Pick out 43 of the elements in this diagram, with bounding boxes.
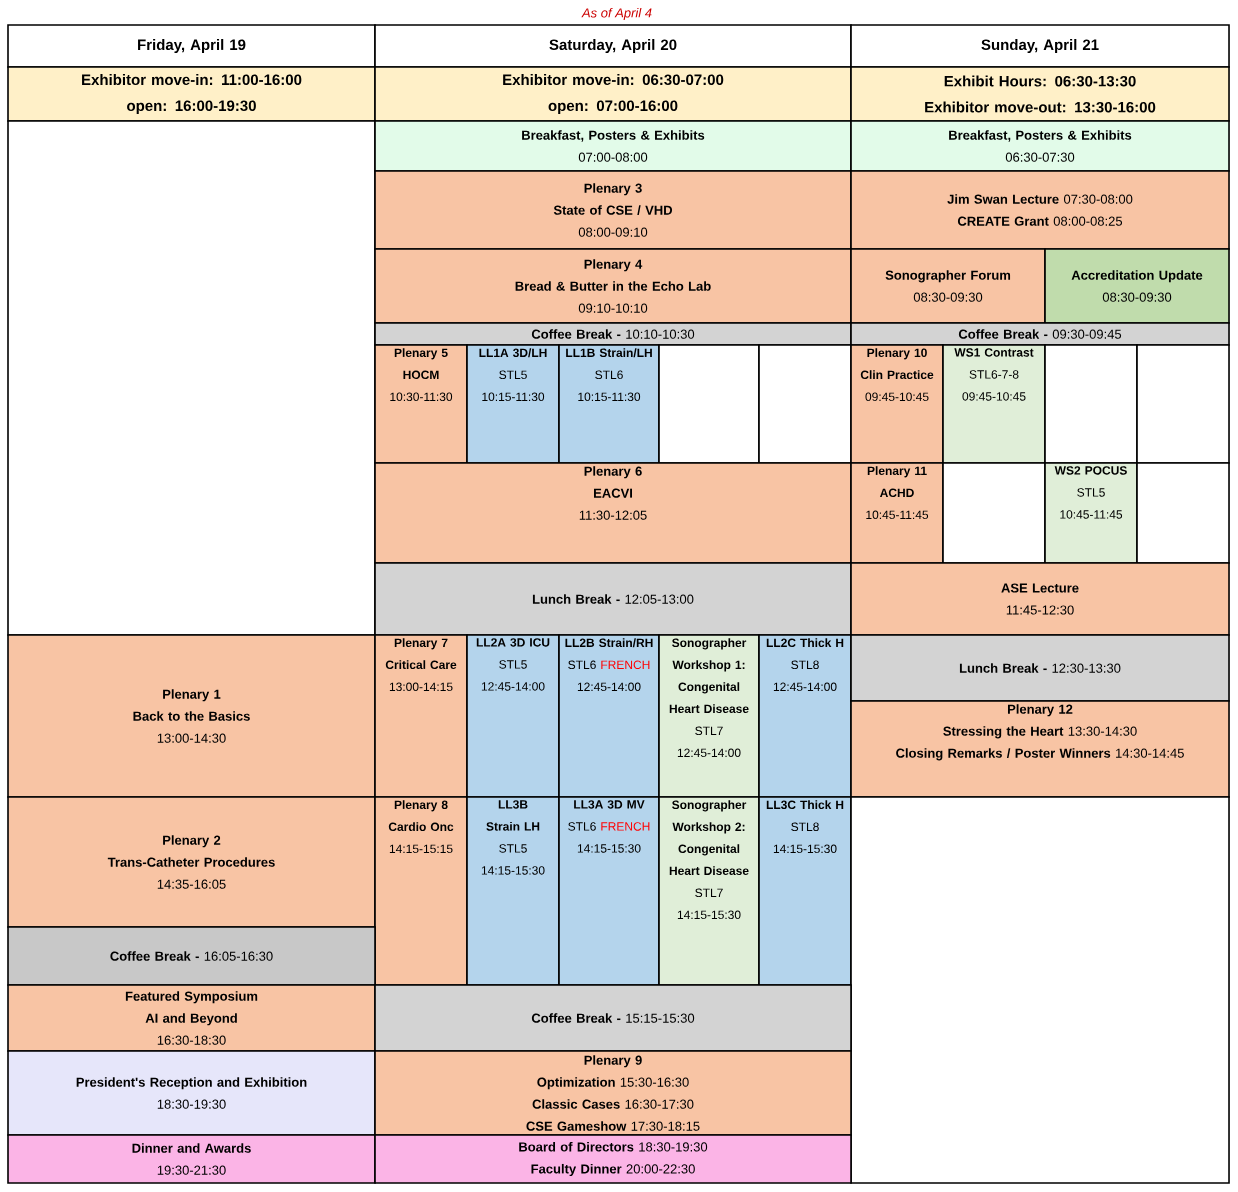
session-cell: Coffee Break - 16:05-16:30: [7, 926, 376, 986]
session-cell: Plenary 8 Cardio Onc 14:15-15:15: [374, 796, 468, 986]
session-cell: Plenary 3 State of CSE / VHD 08:00-09:10: [374, 170, 852, 250]
session-cell: Plenary 10 Clin Practice 09:45-10:45: [850, 344, 944, 464]
session-cell: Saturday, April 20: [374, 24, 852, 68]
session-cell: LL2A 3D ICU STL5 12:45-14:00: [466, 634, 560, 798]
session-cell: LL1A 3D/LH STL5 10:15-11:30: [466, 344, 560, 464]
session-cell: Breakfast, Posters & Exhibits 07:00-08:00: [374, 120, 852, 172]
session-cell: LL3C Thick H STL8 14:15-15:30: [758, 796, 852, 986]
session-cell: Sonographer Workshop 2: Congenital Heart Disease STL7 14:15-15:30: [658, 796, 760, 986]
session-cell: LL1B Strain/LH STL6 10:15-11:30: [558, 344, 660, 464]
session-cell: Plenary 12 Stressing the Heart 13:30-14:30 Closing Remarks / Poster Winners 14:30-14:45: [850, 700, 1230, 798]
session-cell: Coffee Break - 15:15-15:30: [374, 984, 852, 1052]
session-cell: LL3B Strain LH STL5 14:15-15:30: [466, 796, 560, 986]
session-cell: Friday, April 19: [7, 24, 376, 68]
session-cell: Board of Directors 18:30-19:30 Faculty Dinner 20:00-22:30: [374, 1134, 852, 1184]
session-cell: Featured Symposium AI and Beyond 16:30-18:30: [7, 984, 376, 1052]
session-cell: Dinner and Awards 19:30-21:30: [7, 1134, 376, 1184]
session-cell: Sonographer Forum 08:30-09:30: [850, 248, 1046, 324]
session-cell: Exhibitor move-in: 06:30-07:00 open: 07:00-16:00: [374, 66, 852, 122]
session-cell: Accreditation Update 08:30-09:30: [1044, 248, 1230, 324]
session-cell: Plenary 11 ACHD 10:45-11:45: [850, 462, 944, 564]
title: As of April 4: [581, 7, 652, 21]
session-cell: Breakfast, Posters & Exhibits 06:30-07:30: [850, 120, 1230, 172]
session-cell: Lunch Break - 12:05-13:00: [374, 562, 852, 636]
empty-cell: [758, 344, 852, 464]
session-cell: Plenary 9 Optimization 15:30-16:30 Classic Cases 16:30-17:30 CSE Gameshow 17:30-18:15: [374, 1050, 852, 1136]
session-cell: Coffee Break - 10:10-10:30: [374, 322, 852, 346]
empty-cell: [658, 344, 760, 464]
session-cell: Sonographer Workshop 1: Congenital Heart Disease STL7 12:45-14:00: [658, 634, 760, 798]
session-cell: WS1 Contrast STL6-7-8 09:45-10:45: [942, 344, 1046, 464]
session-cell: President's Reception and Exhibition 18:30-19:30: [7, 1050, 376, 1136]
session-cell: LL2C Thick H STL8 12:45-14:00: [758, 634, 852, 798]
session-cell: Exhibitor move-in: 11:00-16:00 open: 16:00-19:30: [7, 66, 376, 122]
session-cell: LL2B Strain/RH STL6 FRENCH 12:45-14:00: [558, 634, 660, 798]
session-cell: Exhibit Hours: 06:30-13:30 Exhibitor move-out: 13:30-16:00: [850, 66, 1230, 122]
session-cell: Lunch Break - 12:30-13:30: [850, 634, 1230, 702]
session-cell: Plenary 7 Critical Care 13:00-14:15: [374, 634, 468, 798]
session-cell: LL3A 3D MV STL6 FRENCH 14:15-15:30: [558, 796, 660, 986]
session-cell: WS2 POCUS STL5 10:45-11:45: [1044, 462, 1138, 564]
session-cell: Coffee Break - 09:30-09:45: [850, 322, 1230, 346]
session-cell: Plenary 5 HOCM 10:30-11:30: [374, 344, 468, 464]
session-cell: Sunday, April 21: [850, 24, 1230, 68]
